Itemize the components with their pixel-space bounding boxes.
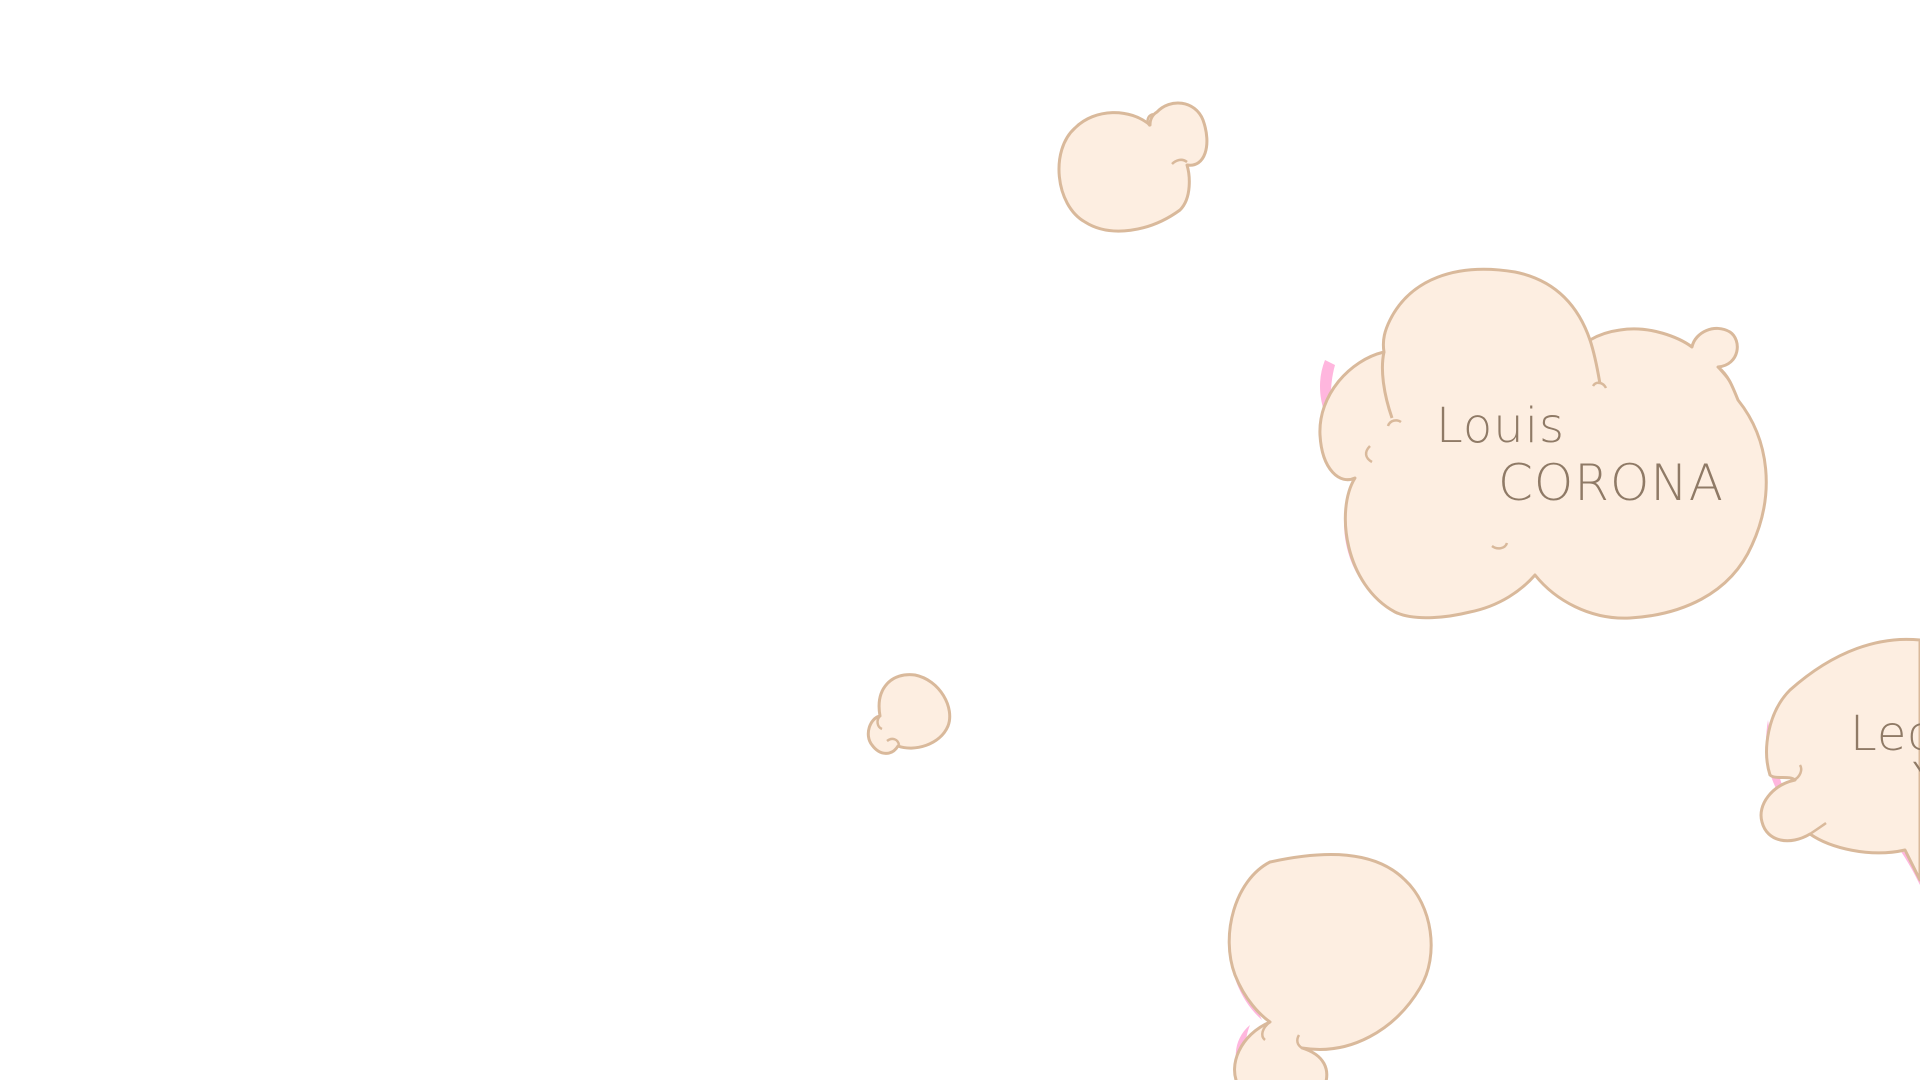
cloud-last-name: CORONA (1498, 454, 1724, 512)
cloud-partial-right[interactable]: Lec Y (1759, 637, 1920, 885)
cloud-bottom-body (1227, 853, 1433, 1080)
tiny-cloud-middle-body (866, 673, 952, 755)
small-cloud-top[interactable] (1057, 101, 1209, 233)
small-cloud-top-body (1057, 101, 1209, 233)
cloud-bottom[interactable] (1227, 853, 1433, 1080)
cloud-partial-right-body (1759, 637, 1920, 882)
cloud-partial-last-name: Y (1912, 753, 1920, 809)
cloud-partial-first-name: Lec (1850, 706, 1920, 762)
cloud-louis-corona-body (1318, 267, 1768, 620)
cloud-louis-corona[interactable]: Louis CORONA (1318, 267, 1768, 620)
tiny-cloud-middle[interactable] (866, 673, 952, 755)
cloud-first-name: Louis (1436, 398, 1565, 454)
